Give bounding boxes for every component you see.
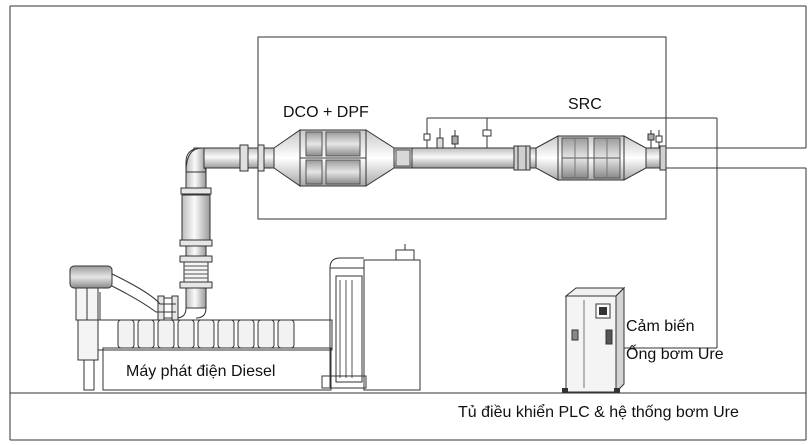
sensor-label: Cảm biến [626,318,695,335]
exhaust-riser-pipe [157,144,265,321]
treatment-enclosure [257,36,667,220]
plc-cabinet-label: Tủ điều khiển PLC & hệ thống bơm Ure [458,404,739,421]
src-label: SRC [568,96,602,113]
generator-label: Máy phát điện Diesel [126,363,276,380]
exhaust-outlet-pipe [664,147,806,169]
plc-cabinet [562,286,626,394]
urea-supply-line [426,117,718,349]
dco-dpf-label: DCO + DPF [283,104,369,121]
diesel-generator [69,244,421,391]
urea-pipe-label: Ống bơm Ure [626,346,724,363]
dco-dpf-unit [263,129,413,187]
outer-frame [9,5,807,441]
scr-unit [529,130,667,181]
urea-mixing-pipe [411,122,531,171]
